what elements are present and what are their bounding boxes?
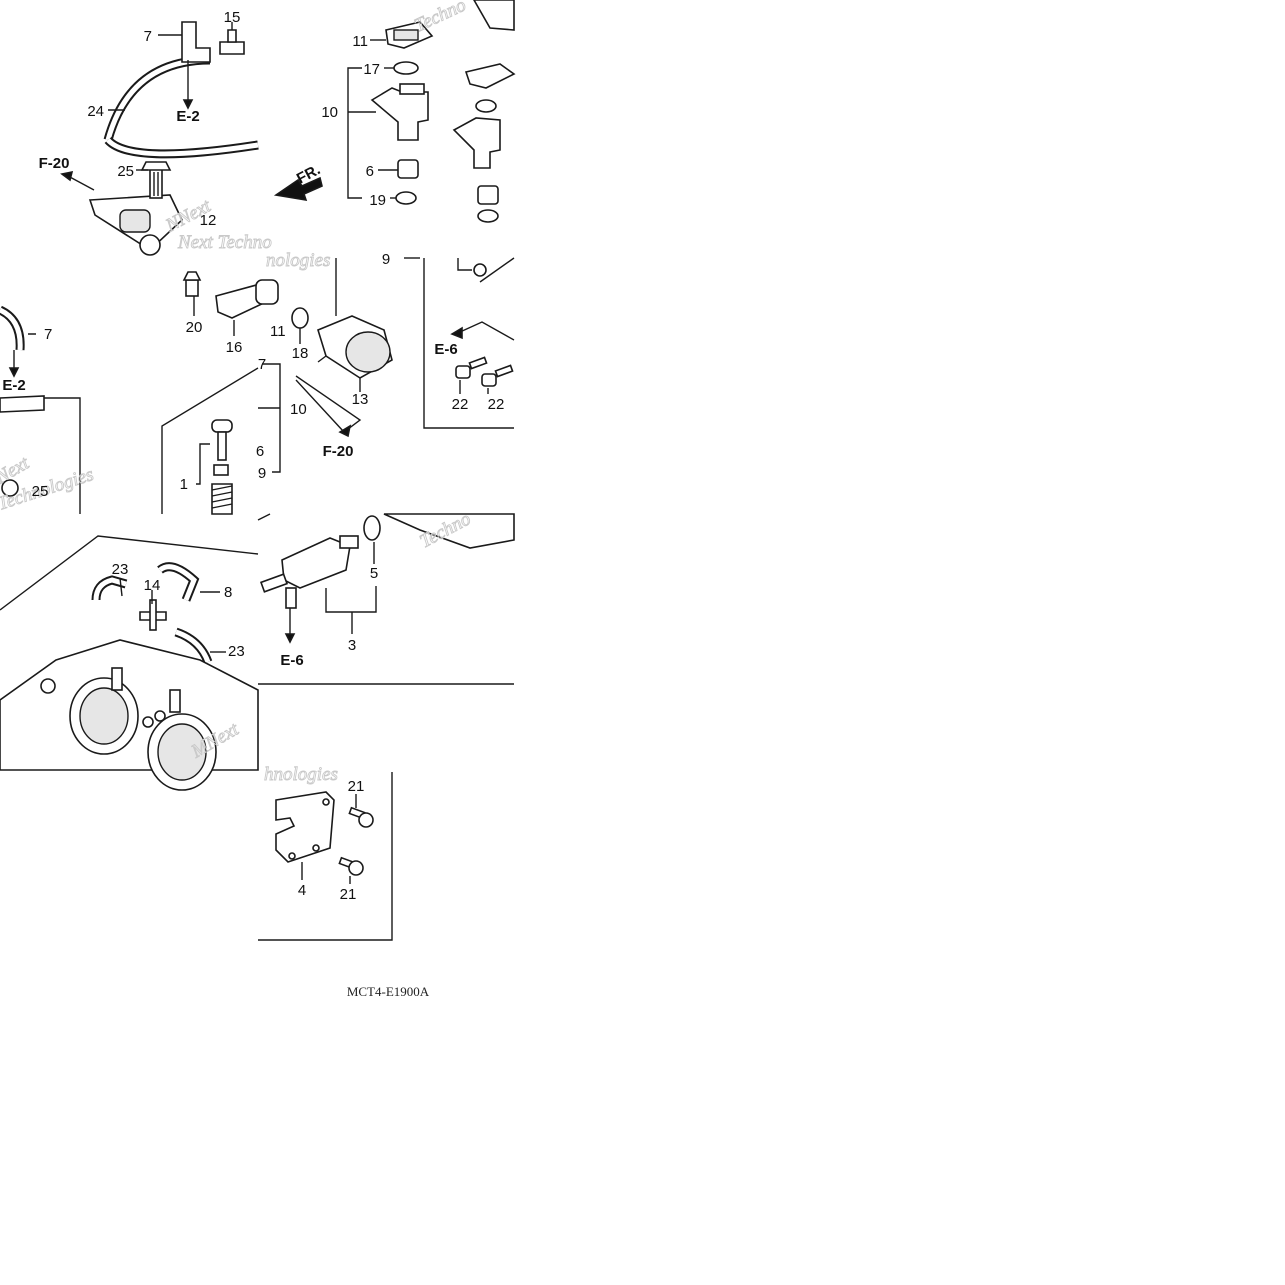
diagram-code: MCT4-E1900A: [347, 984, 430, 999]
callout-25: 25: [32, 483, 49, 500]
callout-13: 13: [352, 391, 369, 408]
callout-6: 6: [366, 163, 374, 180]
svg-text:nologies: nologies: [266, 250, 330, 271]
ref-e2: E-2: [176, 108, 199, 125]
callout-11: 11: [352, 33, 368, 50]
callout-25: 25: [117, 163, 134, 180]
callout-19: 19: [369, 192, 386, 209]
callout-6: 6: [256, 443, 264, 460]
callout-18: 18: [292, 345, 309, 362]
tile-hoses-fuel-rail: [60, 21, 259, 256]
callout-22: 22: [488, 396, 505, 413]
tile-throttle-body: [0, 535, 259, 791]
callout-3: 3: [348, 637, 356, 654]
ref-e6: E-6: [280, 652, 303, 669]
callout-9: 9: [258, 465, 266, 482]
tile-injectors: [273, 0, 516, 223]
tile-pressure-regulator: [182, 258, 393, 473]
callout-14: 14: [144, 577, 161, 594]
callout-23: 23: [112, 561, 129, 578]
callout-12: 12: [200, 212, 217, 229]
callout-11: 11: [270, 323, 286, 340]
ref-e2: E-2: [2, 377, 25, 394]
callout-21: 21: [348, 778, 365, 795]
callout-17: 17: [363, 61, 380, 78]
callout-7: 7: [258, 356, 266, 373]
callout-24: 24: [87, 103, 104, 120]
tile-bolts: [404, 257, 515, 429]
callout-10: 10: [321, 104, 338, 121]
tile-hose-spring: [0, 305, 259, 515]
svg-text:Techno: Techno: [411, 0, 469, 37]
callout-7: 7: [44, 326, 52, 343]
callout-8: 8: [224, 584, 232, 601]
callout-9: 9: [382, 251, 390, 268]
callout-7: 7: [144, 28, 152, 45]
ref-f20: F-20: [323, 443, 354, 460]
callout-labels: 7 15 24 25 12 11 17 10 6 19 9 7 25 1 20 …: [32, 9, 505, 903]
callout-10: 10: [290, 401, 307, 418]
svg-text:hnologies: hnologies: [264, 764, 338, 785]
callout-1: 1: [180, 476, 188, 493]
ref-e6: E-6: [434, 341, 457, 358]
callout-21: 21: [340, 886, 357, 903]
callout-15: 15: [224, 9, 241, 26]
callout-5: 4: [298, 882, 306, 899]
callout-23: 23: [228, 643, 245, 660]
tile-bracket: [258, 772, 393, 941]
callout-16: 16: [226, 339, 243, 356]
callout-22: 22: [452, 396, 469, 413]
callout-4: 5: [370, 565, 378, 582]
ref-f20: F-20: [39, 155, 70, 172]
svg-text:Next Techno: Next Techno: [177, 232, 272, 253]
tile-bypass-valve: [257, 513, 515, 685]
callout-20: 20: [186, 319, 203, 336]
